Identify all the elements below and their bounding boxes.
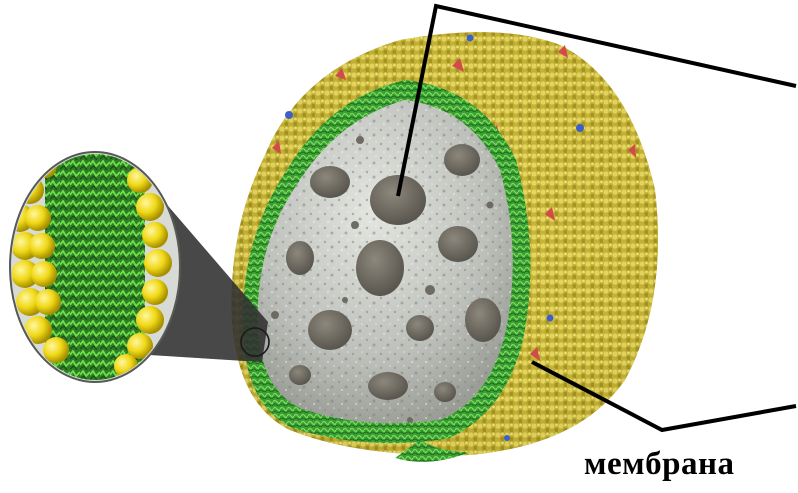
organelle [356, 240, 404, 296]
protein-blue [467, 35, 474, 42]
protein-blue [547, 315, 554, 322]
organelle [308, 310, 352, 350]
organelle [438, 226, 478, 262]
organelle [310, 166, 350, 198]
organelle [444, 144, 480, 176]
organelle [465, 298, 501, 342]
protein-blue [285, 111, 293, 119]
organelle [370, 175, 426, 225]
organelle [434, 382, 456, 402]
organelle [368, 372, 408, 400]
organelle [286, 241, 314, 275]
protein-blue [504, 435, 510, 441]
membrane-label: мембрана [584, 446, 734, 483]
organelle [406, 315, 434, 341]
protein-blue [576, 124, 584, 132]
organelle [289, 365, 311, 385]
